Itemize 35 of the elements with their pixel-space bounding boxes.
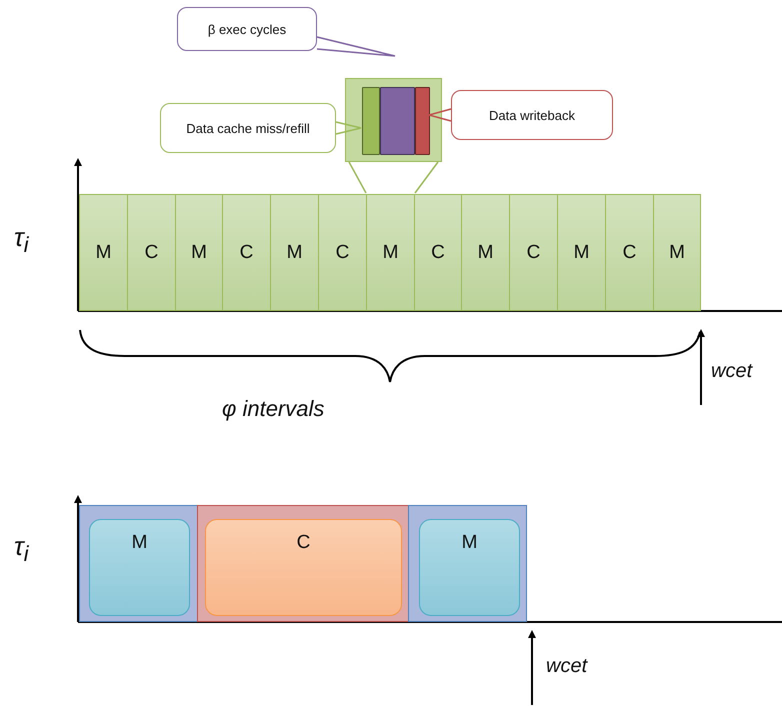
leader-line: [316, 36, 396, 57]
interval-segment: M: [461, 194, 510, 311]
interval-segment: M: [653, 194, 701, 311]
callout-box: Data cache miss/refill: [160, 103, 336, 153]
interval-segment: M: [79, 194, 128, 311]
task-label: τ$_{i}$: [14, 222, 29, 258]
interval-segment: C: [318, 194, 367, 311]
leader-line: [336, 121, 362, 135]
task-label: τ$_{i}$: [14, 531, 29, 568]
compute-phase-box: C: [205, 519, 402, 616]
interval-segment: M: [270, 194, 319, 311]
interval-segment: M: [366, 194, 415, 311]
magnified-segment: [345, 78, 442, 162]
memory-phase-box: M: [419, 519, 520, 616]
writeback-bar: [415, 87, 430, 155]
interval-segment: C: [509, 194, 558, 311]
interval-segment: C: [222, 194, 271, 311]
magnifier-line: [414, 162, 439, 194]
phase-block: [197, 505, 409, 622]
wcet-label: wcet: [711, 360, 752, 383]
execution-bar: [380, 87, 415, 155]
phase-block: [79, 505, 198, 622]
wcet-label: wcet: [546, 655, 588, 678]
callout-box: β exec cycles: [177, 7, 317, 51]
interval-segment: C: [605, 194, 654, 311]
interval-segment: C: [127, 194, 176, 311]
leader-line: [426, 108, 452, 122]
memory-phase-box: M: [89, 519, 190, 616]
phase-block: [408, 505, 527, 622]
interval-segment: C: [414, 194, 462, 311]
interval-segment: M: [557, 194, 606, 311]
callout-box: Data writeback: [451, 90, 613, 140]
interval-segment: M: [175, 194, 223, 311]
interval-count-label: φ intervals: [222, 396, 324, 422]
cache-refill-bar: [362, 87, 380, 155]
